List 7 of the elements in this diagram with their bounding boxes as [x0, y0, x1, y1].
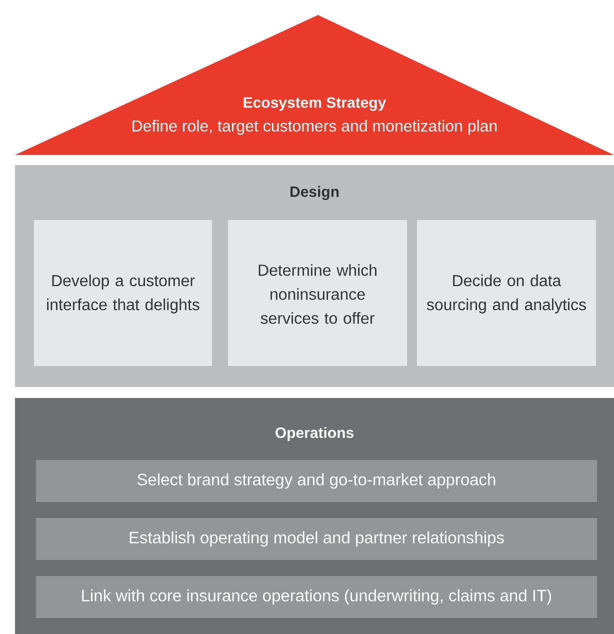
- text-card: Decide on data sourcing and analytics: [417, 220, 596, 366]
- text-card: Determine which noninsurance services to offer: [228, 220, 407, 366]
- text-bar: Select brand strategy and go-to-market approach: [36, 460, 597, 502]
- roof-triangle: Ecosystem Strategy Define role, target customers and monetization plan: [15, 15, 614, 155]
- text-card: Develop a customer interface that delights: [34, 220, 212, 366]
- text-bar: Link with core insurance operations (underwriting, claims and IT): [36, 576, 597, 618]
- text-bar: Establish operating model and partner relationships: [36, 518, 597, 560]
